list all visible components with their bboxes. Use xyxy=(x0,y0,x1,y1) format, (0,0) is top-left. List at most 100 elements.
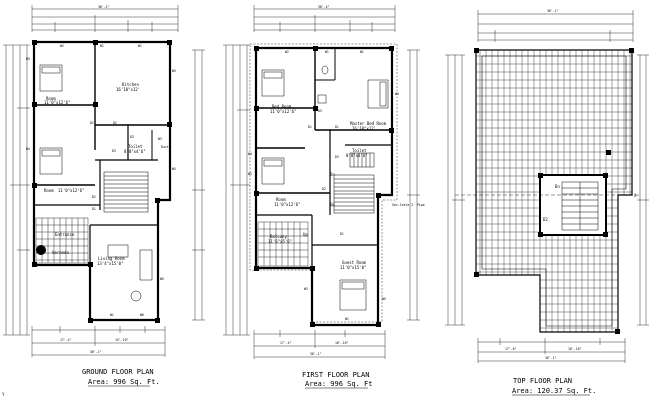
svg-text:W3: W3 xyxy=(26,57,30,61)
svg-text:W5: W5 xyxy=(172,69,176,73)
svg-text:W1: W1 xyxy=(100,44,104,48)
gf-columns xyxy=(32,40,172,323)
tf-dim-bottom-3: 36'-1" xyxy=(545,356,557,360)
svg-text:D3: D3 xyxy=(130,135,134,139)
gf-room1-size: 11'0"x12'6" xyxy=(44,100,71,105)
svg-text:W3: W3 xyxy=(158,137,162,141)
tf-columns xyxy=(474,48,634,334)
svg-text:W3: W3 xyxy=(304,287,308,291)
ff-dim-bottom-3: 36'-1" xyxy=(310,352,322,356)
ff-stairs xyxy=(333,152,375,214)
ff-room-label: Room xyxy=(276,197,286,202)
top-floor-plan: 36'-1" 17'-8" 18'-10" 36'-1" xyxy=(445,9,649,396)
gf-room1-label: Room xyxy=(46,96,56,101)
svg-text:D1: D1 xyxy=(90,121,94,125)
corner-axis-label: Y xyxy=(2,392,5,397)
gf-toilet-label: Toilet xyxy=(128,144,143,149)
svg-text:D3: D3 xyxy=(318,109,322,113)
tf-d2-label: D2 xyxy=(543,217,548,222)
gf-stairs xyxy=(103,171,149,213)
tf-title: TOP FLOOR PLAN xyxy=(513,377,572,385)
ff-up-label: Up xyxy=(330,202,335,207)
ground-floor-plan: 36'-1" 17'-4" 15'-10" 36'-1" xyxy=(3,5,205,387)
tf-dim-bottom-2: 18'-10" xyxy=(568,347,582,351)
gf-dim-bottom-3: 36'-1" xyxy=(90,350,102,354)
ff-guest-label: Guest Room xyxy=(342,260,367,265)
svg-text:W5: W5 xyxy=(172,167,176,171)
ff-balcony-label: Balcony xyxy=(270,234,287,239)
ff-columns xyxy=(254,46,394,327)
gf-kitchen-size: 16'10"x12' xyxy=(116,87,140,92)
svg-text:W1: W1 xyxy=(110,313,114,317)
svg-text:D1: D1 xyxy=(335,125,339,129)
svg-text:D2: D2 xyxy=(322,187,326,191)
ff-bed-size: 11'0"x12'6" xyxy=(270,109,297,114)
ff-toilet-size: 8'8"x4'6" xyxy=(346,153,368,158)
svg-text:W4: W4 xyxy=(26,147,30,151)
tf-dim-top: 36'-1" xyxy=(547,9,559,13)
ff-dim-bottom-2: 18'-10" xyxy=(335,341,349,345)
svg-text:D2: D2 xyxy=(92,195,96,199)
gf-room2-label: Room xyxy=(44,188,54,193)
ff-scale-note: Sec.Scale 2' Pipe xyxy=(392,203,425,207)
gf-dim-bottom-1: 17'-4" xyxy=(60,338,72,342)
gf-entrance-label: Entrance xyxy=(55,232,75,237)
svg-text:W6: W6 xyxy=(140,313,144,317)
gf-opening-tags: W2 W1 W1 W5 W3 D1 D2 D3 D3 W4 D2 D1 W5 D… xyxy=(26,44,176,317)
gf-toilet-size: 8'8"x4'6" xyxy=(124,149,146,154)
svg-text:W2: W2 xyxy=(285,50,289,54)
tf-section-x-label: X xyxy=(634,193,637,198)
ff-title: FIRST FLOOR PLAN xyxy=(302,371,369,379)
gf-living-label: Living Room xyxy=(98,256,125,261)
svg-text:D1: D1 xyxy=(92,207,96,211)
svg-text:W2: W2 xyxy=(60,44,64,48)
ff-toilet-label: Toilet xyxy=(352,148,367,153)
gf-room2-size: 11'0"x12'6" xyxy=(58,188,85,193)
svg-text:W5: W5 xyxy=(160,277,164,281)
tf-dim-bottom-1: 17'-8" xyxy=(505,347,517,351)
ff-room-size: 11'0"x12'6" xyxy=(274,202,301,207)
ff-area: Area: 996 Sq. Ft xyxy=(305,380,372,388)
ff-guest-size: 11'0"x15'0" xyxy=(340,265,367,270)
ff-up2-label: Up xyxy=(303,232,308,237)
ff-dim-bottom-1: 17'-4" xyxy=(280,341,292,345)
tf-dn-label: Dn xyxy=(555,184,560,189)
ff-balcony-grid xyxy=(257,221,309,267)
gf-corner-column xyxy=(36,245,46,255)
svg-text:W5: W5 xyxy=(382,297,386,301)
svg-text:W1: W1 xyxy=(345,317,349,321)
gf-veranda-grid xyxy=(35,217,89,264)
svg-text:W1: W1 xyxy=(360,50,364,54)
ff-master-label: Master Bed Room xyxy=(350,121,387,126)
svg-text:W1: W1 xyxy=(325,50,329,54)
gf-veranda-label: Veranda xyxy=(52,250,69,255)
gf-title: GROUND FLOOR PLAN xyxy=(82,368,154,376)
svg-text:D3: D3 xyxy=(335,155,339,159)
svg-text:D1: D1 xyxy=(340,232,344,236)
ff-bed-label: Bed Room xyxy=(272,104,292,109)
svg-text:D1: D1 xyxy=(308,125,312,129)
gf-living-size: 13'4"x15'0" xyxy=(97,261,124,266)
svg-text:Duct: Duct xyxy=(161,145,169,149)
ff-bed-icons xyxy=(261,65,389,311)
svg-text:D2: D2 xyxy=(113,121,117,125)
ff-master-size: 16'10"x12' xyxy=(352,126,376,131)
svg-text:W3: W3 xyxy=(248,172,252,176)
first-floor-plan: 30'-4" 17'-4" 18'-10" 36'-1" xyxy=(223,5,425,389)
gf-bed-icons xyxy=(39,64,153,302)
svg-text:D3: D3 xyxy=(112,149,116,153)
ff-balcony-size: 11'6"x5'6" xyxy=(268,239,292,244)
ff-dn-label: Dn xyxy=(330,172,335,177)
tf-area: Area: 120.37 Sq. Ft. xyxy=(512,387,596,395)
gf-kitchen-label: Kitchen xyxy=(122,82,139,87)
ff-dim-top: 30'-4" xyxy=(318,5,330,9)
gf-dim-bottom-2: 15'-10" xyxy=(115,338,129,342)
ff-opening-tags: W2 W1 W1 D1 D1 D3 D3 W4 D2 D1 W3 W4 W5 W… xyxy=(248,50,399,321)
gf-area: Area: 996 Sq. Ft. xyxy=(88,378,160,386)
svg-text:W1: W1 xyxy=(138,44,142,48)
gf-dim-top: 36'-1" xyxy=(98,5,110,9)
svg-text:W4: W4 xyxy=(248,152,252,156)
tf-stair-cabin xyxy=(539,174,607,236)
svg-text:W4: W4 xyxy=(395,92,399,96)
